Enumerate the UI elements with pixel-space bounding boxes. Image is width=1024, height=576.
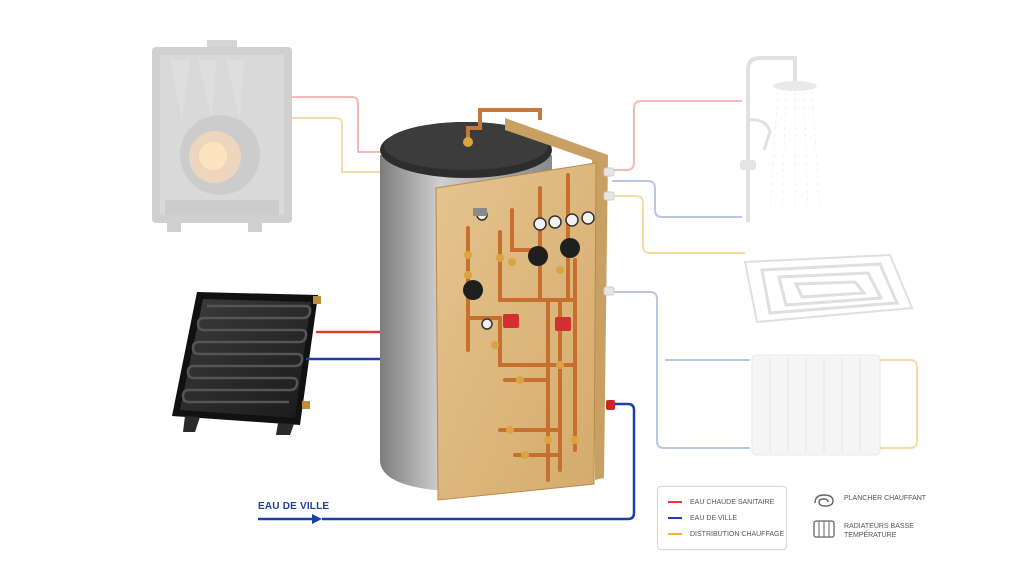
legend-label: EAU CHAUDE SANITAIRE: [690, 498, 775, 506]
shower-fixture: [740, 56, 821, 222]
legend-label-line: TEMPÉRATURE: [844, 532, 897, 539]
emitter-legend: PLANCHER CHAUFFANT RADIATEURS BASSE TEMP…: [812, 490, 972, 550]
pipe-shower-cold: [612, 180, 742, 218]
pipe-radiator-return: [612, 291, 750, 449]
solar-collector: [172, 292, 321, 435]
underfloor-heating-icon: [814, 494, 834, 507]
tank-inlet-port: [606, 400, 615, 410]
legend-item-heating: DISTRIBUTION CHAUFFAGE: [668, 527, 784, 541]
pipe-shower-hot: [612, 100, 742, 171]
legend-item-hot-water: EAU CHAUDE SANITAIRE: [668, 495, 774, 509]
tank-ports: [603, 167, 615, 296]
arrow-head-icon: [312, 514, 322, 524]
pressure-gauges: [476, 209, 595, 330]
legend-label: RADIATEURS BASSE TEMPÉRATURE: [844, 518, 914, 540]
pipe-stove-hot: [292, 96, 390, 153]
legend-item-city-water: EAU DE VILLE: [668, 511, 737, 525]
pipe-floor-heating: [612, 195, 745, 254]
brass-fittings: [464, 251, 579, 459]
legend-label-line: PLANCHER CHAUFFANT: [844, 495, 927, 502]
legend-item-radiators: RADIATEURS BASSE TEMPÉRATURE: [812, 518, 914, 540]
wood-stove: [152, 40, 292, 232]
pipe-city-water: [322, 402, 636, 521]
legend-label: EAU DE VILLE: [690, 514, 738, 522]
mixing-valves: [503, 314, 571, 331]
pipes-heating: [612, 195, 918, 449]
legend-swatch-cold: [668, 517, 682, 519]
legend-item-underfloor: PLANCHER CHAUFFANT: [812, 490, 926, 512]
legend-swatch-hot: [668, 501, 682, 503]
city-water-label: EAU DE VILLE: [258, 501, 330, 512]
legend-label-line: RADIATEURS BASSE: [844, 523, 914, 530]
radiator: [751, 354, 881, 456]
legend-swatch-heating: [668, 533, 682, 535]
pipes-shower: [612, 100, 742, 218]
pipe-stove-heating: [292, 117, 390, 173]
radiator-icon: [813, 520, 835, 538]
pipes-stove: [292, 96, 390, 173]
legend-label: DISTRIBUTION CHAUFFAGE: [690, 530, 785, 538]
circulation-pumps: [463, 238, 580, 300]
pipe-radiator-loop: [880, 359, 918, 449]
legend-label: PLANCHER CHAUFFANT: [844, 490, 926, 503]
underfloor-heating-coil: [743, 253, 914, 324]
hydraulic-panel: [435, 118, 608, 501]
pipe-color-legend: EAU CHAUDE SANITAIRE EAU DE VILLE DISTRI…: [657, 486, 787, 550]
